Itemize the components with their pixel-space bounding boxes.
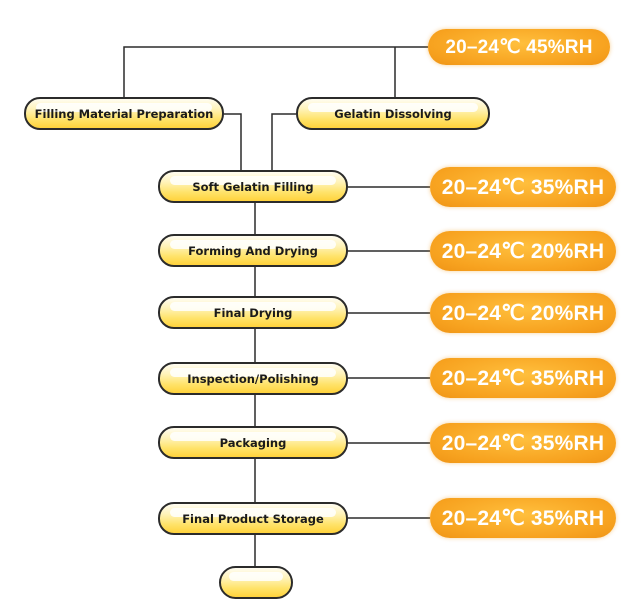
condition-final-product-storage: 20–24℃ 35%RH (430, 498, 616, 538)
condition-packaging: 20–24℃ 35%RH (430, 423, 616, 463)
connector-prep-right (271, 113, 296, 172)
connector-top (123, 46, 428, 98)
step-final-product-storage: Final Product Storage (158, 502, 348, 535)
step-final-drying: Final Drying (158, 296, 348, 329)
step-packaging: Packaging (158, 426, 348, 459)
condition-final-drying: 20–24℃ 20%RH (430, 293, 616, 333)
step-label: Final Drying (213, 305, 293, 320)
condition-soft-gelatin-filling: 20–24℃ 35%RH (430, 167, 616, 207)
condition-prep: 20–24℃ 45%RH (428, 29, 610, 65)
step-soft-gelatin-filling: Soft Gelatin Filling (158, 170, 348, 203)
step-forming-and-drying: Forming And Drying (158, 234, 348, 267)
step-end-terminal (219, 566, 293, 599)
step-label: Soft Gelatin Filling (192, 179, 314, 194)
condition-forming-and-drying: 20–24℃ 20%RH (430, 231, 616, 271)
step-label: Final Product Storage (182, 511, 324, 526)
step-label: Filling Material Preparation (34, 106, 214, 121)
step-label: Packaging (219, 435, 287, 450)
step-inspection-polishing: Inspection/Polishing (158, 362, 348, 395)
connector-prep-left (224, 113, 242, 172)
step-label: Forming And Drying (188, 243, 318, 258)
step-gelatin-dissolving: Gelatin Dissolving (296, 97, 490, 130)
condition-inspection-polishing: 20–24℃ 35%RH (430, 358, 616, 398)
step-filling-material-preparation: Filling Material Preparation (24, 97, 224, 130)
step-label: Gelatin Dissolving (334, 106, 452, 121)
step-label: Inspection/Polishing (187, 371, 319, 386)
